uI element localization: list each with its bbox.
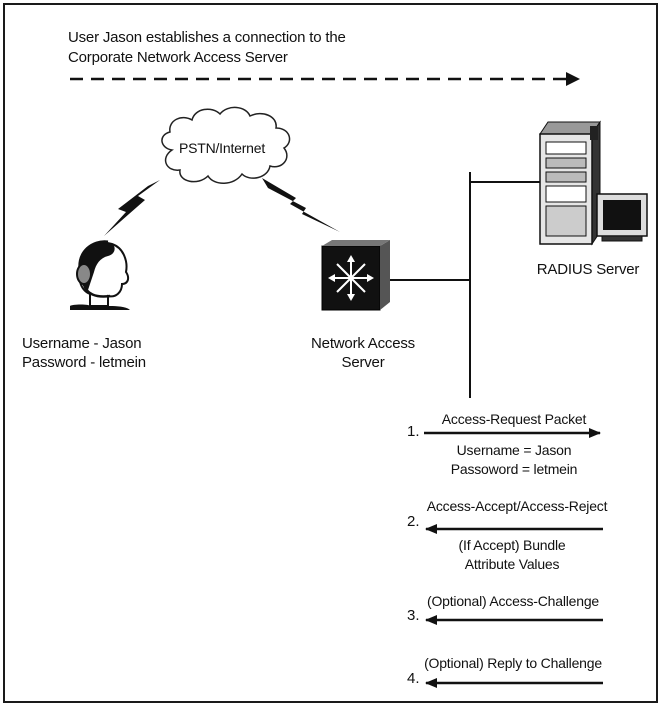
nas-router-icon bbox=[321, 240, 390, 311]
cloud-label: PSTN/Internet bbox=[178, 140, 266, 156]
intro-line-2: Corporate Network Access Server bbox=[68, 49, 288, 66]
step-4-number: 4. bbox=[407, 670, 420, 687]
pstn-internet-cloud bbox=[161, 106, 291, 184]
user-username-label: Username - Jason bbox=[22, 335, 142, 352]
nas-label-line-2: Server bbox=[341, 354, 385, 371]
nas-label-line-1: Network Access bbox=[311, 335, 415, 352]
monitor-icon bbox=[596, 193, 648, 242]
step-1-number: 1. bbox=[407, 423, 420, 440]
step-2-title: Access-Accept/Access-Reject bbox=[426, 498, 608, 514]
nas-link-lightning bbox=[262, 178, 340, 232]
step-2-detail-2: Attribute Values bbox=[464, 556, 560, 572]
radius-server-icon bbox=[539, 120, 601, 246]
step-1-detail-1: Username = Jason bbox=[456, 442, 572, 458]
connection-dashed-arrow bbox=[70, 72, 580, 86]
step-1-title: Access-Request Packet bbox=[441, 411, 587, 427]
step-3-number: 3. bbox=[407, 607, 420, 624]
radius-server-label: RADIUS Server bbox=[536, 261, 640, 278]
user-link-lightning bbox=[104, 180, 160, 236]
intro-line-1: User Jason establishes a connection to t… bbox=[68, 29, 346, 46]
step-3-title: (Optional) Access-Challenge bbox=[426, 593, 600, 609]
step-1-detail-2: Passoword = letmein bbox=[450, 461, 578, 477]
step-2-number: 2. bbox=[407, 513, 420, 530]
user-password-label: Password - letmein bbox=[22, 354, 146, 371]
step-2-detail-1: (If Accept) Bundle bbox=[458, 537, 566, 553]
user-headset-icon bbox=[70, 240, 130, 310]
step-4-title: (Optional) Reply to Challenge bbox=[424, 655, 602, 671]
